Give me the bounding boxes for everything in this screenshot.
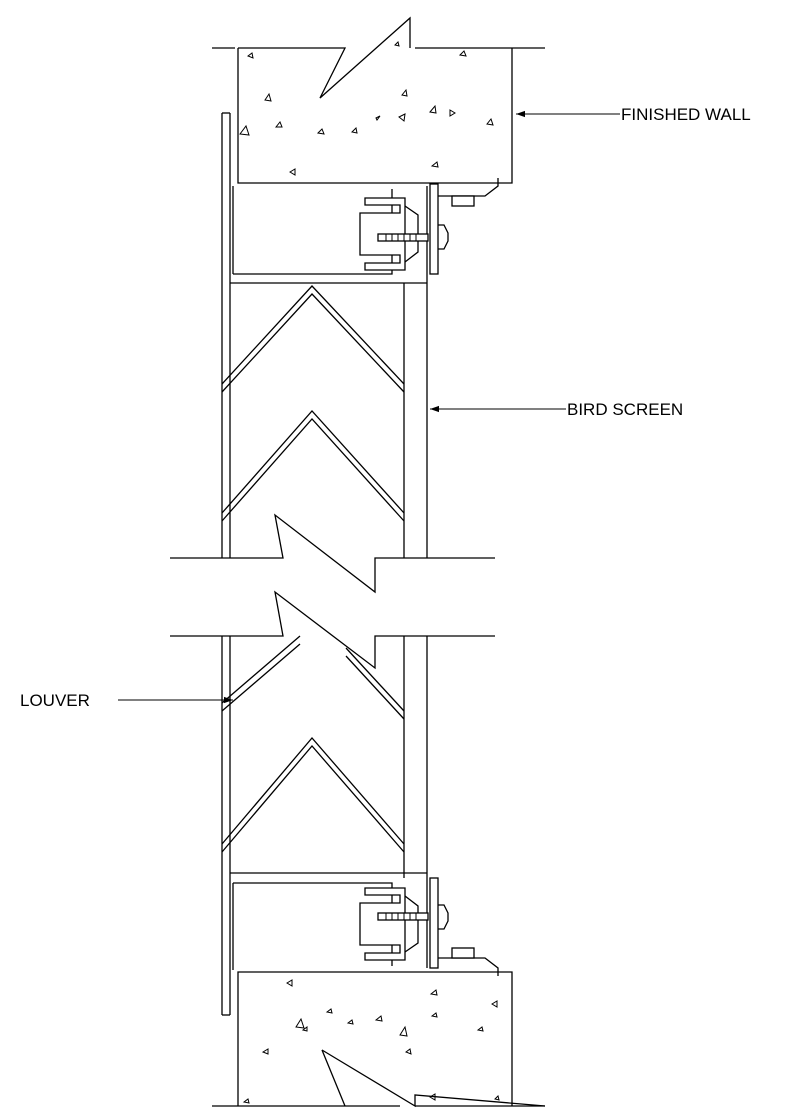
- callout-bird-screen: BIRD SCREEN: [430, 400, 683, 419]
- louver-blades: [221, 285, 405, 853]
- label-finished-wall: FINISHED WALL: [621, 105, 751, 124]
- concrete-aggregate-bottom: [242, 979, 500, 1104]
- bottom-fastener: [359, 877, 499, 976]
- label-bird-screen: BIRD SCREEN: [567, 400, 683, 419]
- callout-finished-wall: FINISHED WALL: [516, 105, 751, 124]
- top-fastener: [359, 178, 499, 275]
- concrete-aggregate-top: [239, 41, 494, 176]
- top-concrete-wall: [212, 16, 545, 184]
- break-line: [170, 513, 495, 670]
- bottom-concrete-wall: [212, 971, 546, 1108]
- callout-louver: LOUVER: [20, 691, 233, 710]
- label-louver: LOUVER: [20, 691, 90, 710]
